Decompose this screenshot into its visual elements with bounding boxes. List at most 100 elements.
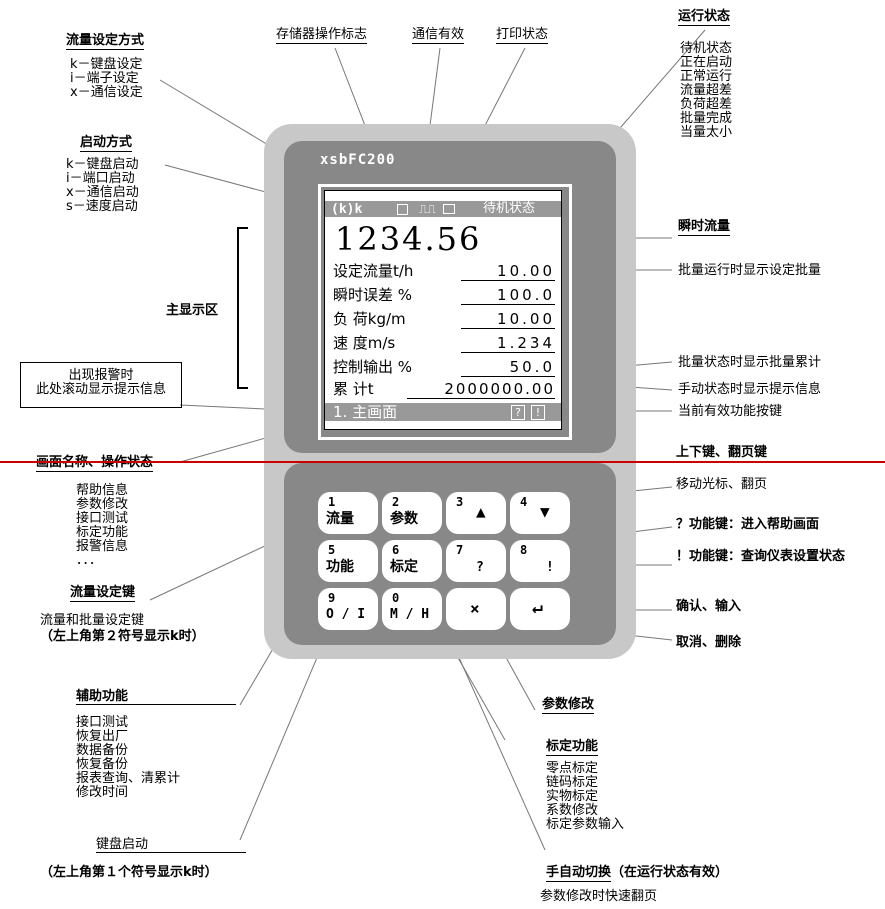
cancel-key[interactable]: × <box>446 588 506 630</box>
run-state-item: 待机状态 <box>680 41 733 56</box>
alarm-line: 出现报警时 <box>68 368 134 383</box>
key-number: 1 <box>328 495 336 509</box>
start-mode-item: k－键盘启动 <box>66 157 139 172</box>
manual-auto-title: 手自动切换 <box>546 865 612 882</box>
calib-item: 系数修改 <box>546 803 599 818</box>
row-label: 速 度m/s <box>333 334 396 352</box>
alarm-line: 此处滚动显示提示信息 <box>35 382 166 397</box>
start-mode-item: x－通信启动 <box>66 185 139 200</box>
screen-name-item: 帮助信息 <box>76 483 129 498</box>
key-5-function[interactable]: 5 功能 <box>318 540 378 582</box>
key-0-manual-auto[interactable]: 0 M / H <box>382 588 442 630</box>
screen-name-list: 帮助信息 参数修改 接口测试 标定功能 报警信息 ．．． <box>76 484 128 568</box>
aux-item: 报表查询、清累计 <box>76 771 181 786</box>
key-number: 2 <box>392 495 400 509</box>
key-label: 参数 <box>390 511 418 527</box>
aux-item: 恢复出厂 <box>76 729 129 744</box>
flow-key-title: 流量设定键 <box>70 585 136 602</box>
down-arrow-icon: ▼ <box>540 502 550 521</box>
row-value: 2000000.00 <box>407 381 555 399</box>
key-number: 0 <box>392 591 400 605</box>
calib-item: 零点标定 <box>546 761 599 776</box>
key-label: M / H <box>390 607 430 622</box>
calib-title: 标定功能 <box>546 739 599 756</box>
row-value: 1.234 <box>461 335 555 353</box>
key-7-help[interactable]: 7 ? <box>446 540 506 582</box>
flow-key-desc: 流量和批量设定键 <box>40 613 145 628</box>
flow-mode-list: k－键盘设定 i－端子设定 x－通信设定 <box>70 58 143 100</box>
key-3-up[interactable]: 3 ▲ <box>446 492 506 534</box>
screen-name: 1. 主画面 <box>333 403 398 421</box>
row-value: 100.0 <box>461 287 555 305</box>
row-value: 10.00 <box>461 311 555 329</box>
flow-mode-item: k－键盘设定 <box>70 57 143 72</box>
up-arrow-icon: ▲ <box>476 502 486 521</box>
lcd-screen: (k)k ⎍⎍ 待机状态 1234.56 设定流量t/h 10.00 瞬时误差 … <box>324 190 562 430</box>
inst-flow-label: 瞬时流量 <box>678 219 731 236</box>
key-number: 5 <box>328 543 336 557</box>
storage-icon <box>397 204 408 215</box>
key-number: 3 <box>456 495 464 509</box>
status-mode-icons: (k)k <box>331 202 363 217</box>
confirm-note: 确认、输入 <box>676 599 742 614</box>
printer-icon <box>443 204 455 214</box>
cancel-icon: × <box>470 599 480 618</box>
print-status-label: 打印状态 <box>496 27 549 44</box>
key-label: 流量 <box>326 511 354 527</box>
query-key-note: ！功能键：查询仪表设置状态 <box>676 549 846 564</box>
key-number: 6 <box>392 543 400 557</box>
row-label: 设定流量t/h <box>333 262 414 280</box>
updown-desc: 移动光标、翻页 <box>676 477 768 492</box>
manual-note: 手动状态时显示提示信息 <box>678 382 822 397</box>
key-label: 标定 <box>390 559 418 575</box>
run-state-title: 运行状态 <box>678 9 731 26</box>
comm-icon: ⎍⎍ <box>419 202 436 216</box>
main-area-label: 主显示区 <box>166 303 219 318</box>
run-state-list: 待机状态 正在启动 正常运行 流量超差 负荷超差 批量完成 当量太小 <box>680 42 732 140</box>
key-2-param[interactable]: 2 参数 <box>382 492 442 534</box>
aux-item: 接口测试 <box>76 715 129 730</box>
start-mode-list: k－键盘启动 i－端口启动 x－通信启动 s－速度启动 <box>66 158 139 214</box>
footer-bar <box>325 403 561 421</box>
row-label: 控制输出 % <box>333 358 413 376</box>
calib-item: 标定参数输入 <box>546 817 625 832</box>
screen-name-item: 参数修改 <box>76 497 129 512</box>
screen-name-item: 标定功能 <box>76 525 129 540</box>
param-mod-label: 参数修改 <box>542 697 595 714</box>
enter-key[interactable]: ↵ <box>510 588 570 630</box>
func-keys-note: 当前有效功能按键 <box>678 404 783 419</box>
aux-list: 接口测试 恢复出厂 数据备份 恢复备份 报表查询、清累计 修改时间 <box>76 716 180 800</box>
key-6-calibrate[interactable]: 6 标定 <box>382 540 442 582</box>
help-indicator-icon: ? <box>511 405 525 420</box>
key-1-flow[interactable]: 1 流量 <box>318 492 378 534</box>
red-divider-line <box>0 461 885 463</box>
run-state-item: 批量完成 <box>680 111 733 126</box>
key-number: 8 <box>520 543 528 557</box>
key-label: 功能 <box>326 559 354 575</box>
exclamation-icon: ! <box>546 560 554 575</box>
enter-icon: ↵ <box>532 597 543 618</box>
status-text: 待机状态 <box>483 201 536 216</box>
row-label: 瞬时误差 % <box>333 286 413 304</box>
aux-title: 辅助功能 <box>76 690 236 705</box>
start-mode-title: 启动方式 <box>80 135 133 152</box>
aux-item: 数据备份 <box>76 743 129 758</box>
kbd-start-title: 键盘启动 <box>96 838 246 853</box>
run-state-item: 流量超差 <box>680 83 733 98</box>
query-indicator-icon: ! <box>531 405 545 420</box>
run-state-item: 当量太小 <box>680 125 733 140</box>
screen-frame <box>318 184 572 440</box>
screen-name-item: 接口测试 <box>76 511 129 526</box>
row-value: 50.0 <box>461 359 555 377</box>
row-value: 10.00 <box>461 263 555 281</box>
manual-auto-line: 手自动切换（在运行状态有效） <box>546 865 728 882</box>
run-state-item: 负荷超差 <box>680 97 733 112</box>
manual-auto-desc: 参数修改时快速翻页 <box>540 889 658 904</box>
storage-flag-label: 存储器操作标志 <box>276 27 368 44</box>
key-8-query[interactable]: 8 ! <box>510 540 570 582</box>
screen-name-item: 报警信息 <box>76 539 129 554</box>
key-4-down[interactable]: 4 ▼ <box>510 492 570 534</box>
calib-list: 零点标定 链码标定 实物标定 系数修改 标定参数输入 <box>546 762 624 832</box>
key-number: 4 <box>520 495 528 509</box>
key-9-onoff[interactable]: 9 O / I <box>318 588 378 630</box>
